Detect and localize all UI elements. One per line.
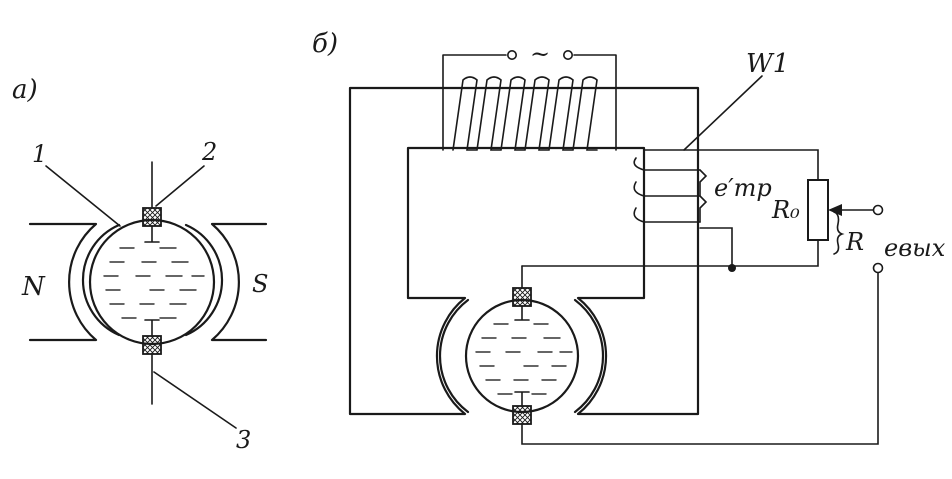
liquid-fill	[103, 247, 205, 319]
diagram-b-label: б)	[312, 29, 338, 59]
electrode-tip-top-b	[514, 305, 530, 321]
electrode-bottom-b	[512, 405, 532, 425]
electrode-top-b	[512, 287, 532, 307]
callout-3: 3	[236, 426, 251, 454]
callout-2: 2	[201, 138, 217, 166]
electrode-top	[142, 207, 162, 227]
leader-1	[45, 165, 121, 227]
rheostat-label: R	[845, 228, 864, 256]
leader-3	[153, 371, 237, 429]
leader-2	[155, 165, 205, 207]
ac-supply-leads	[442, 54, 617, 151]
bottom-electrode-lead	[521, 272, 879, 445]
ac-source-symbol: ~	[530, 40, 550, 68]
electrode-bottom	[142, 335, 162, 355]
north-pole-label: N	[21, 272, 46, 302]
resistor-label: R₀	[771, 196, 800, 224]
gap-liner-left	[438, 298, 470, 414]
north-pole-piece	[28, 222, 98, 342]
w1-bottom-lead	[699, 227, 733, 269]
ac-terminal-left	[506, 49, 517, 60]
w1-top-lead	[643, 149, 819, 181]
magnetic-core	[348, 86, 700, 416]
diagram-a-label: а)	[12, 75, 38, 105]
south-pole-label: S	[252, 270, 268, 298]
electrode-tip-bottom-b	[514, 391, 530, 407]
electrode-tip-top	[144, 225, 160, 243]
winding-label: W1	[746, 49, 789, 79]
emf-transformer-label: e′тр	[714, 174, 772, 202]
electrode-tip-bottom	[144, 319, 160, 337]
rheostat-brace	[833, 211, 845, 255]
pipe-shell-left	[81, 223, 121, 337]
output-emf-label: eвых	[884, 234, 946, 262]
callout-1: 1	[32, 140, 47, 168]
diagram-a: а) N S 1 2 3	[12, 75, 268, 454]
slider-arrow-icon	[828, 204, 842, 216]
output-terminal-top	[872, 204, 884, 216]
compensation-winding-w1	[633, 157, 701, 223]
w1-coil-ends	[699, 169, 708, 223]
liquid-fill-b	[475, 323, 573, 395]
pipe-shell-right	[184, 223, 224, 337]
excitation-coil	[452, 76, 598, 151]
resistor-r0	[807, 179, 829, 241]
ac-terminal-right	[562, 49, 573, 60]
top-electrode-lead	[521, 239, 819, 267]
south-pole-piece	[210, 222, 268, 342]
w1-leader	[683, 75, 763, 151]
diagram-b: б) ~ W1 e′тр R₀ R eвых	[312, 29, 946, 445]
gap-liner-right	[573, 298, 605, 414]
output-terminal-bottom	[872, 262, 884, 274]
